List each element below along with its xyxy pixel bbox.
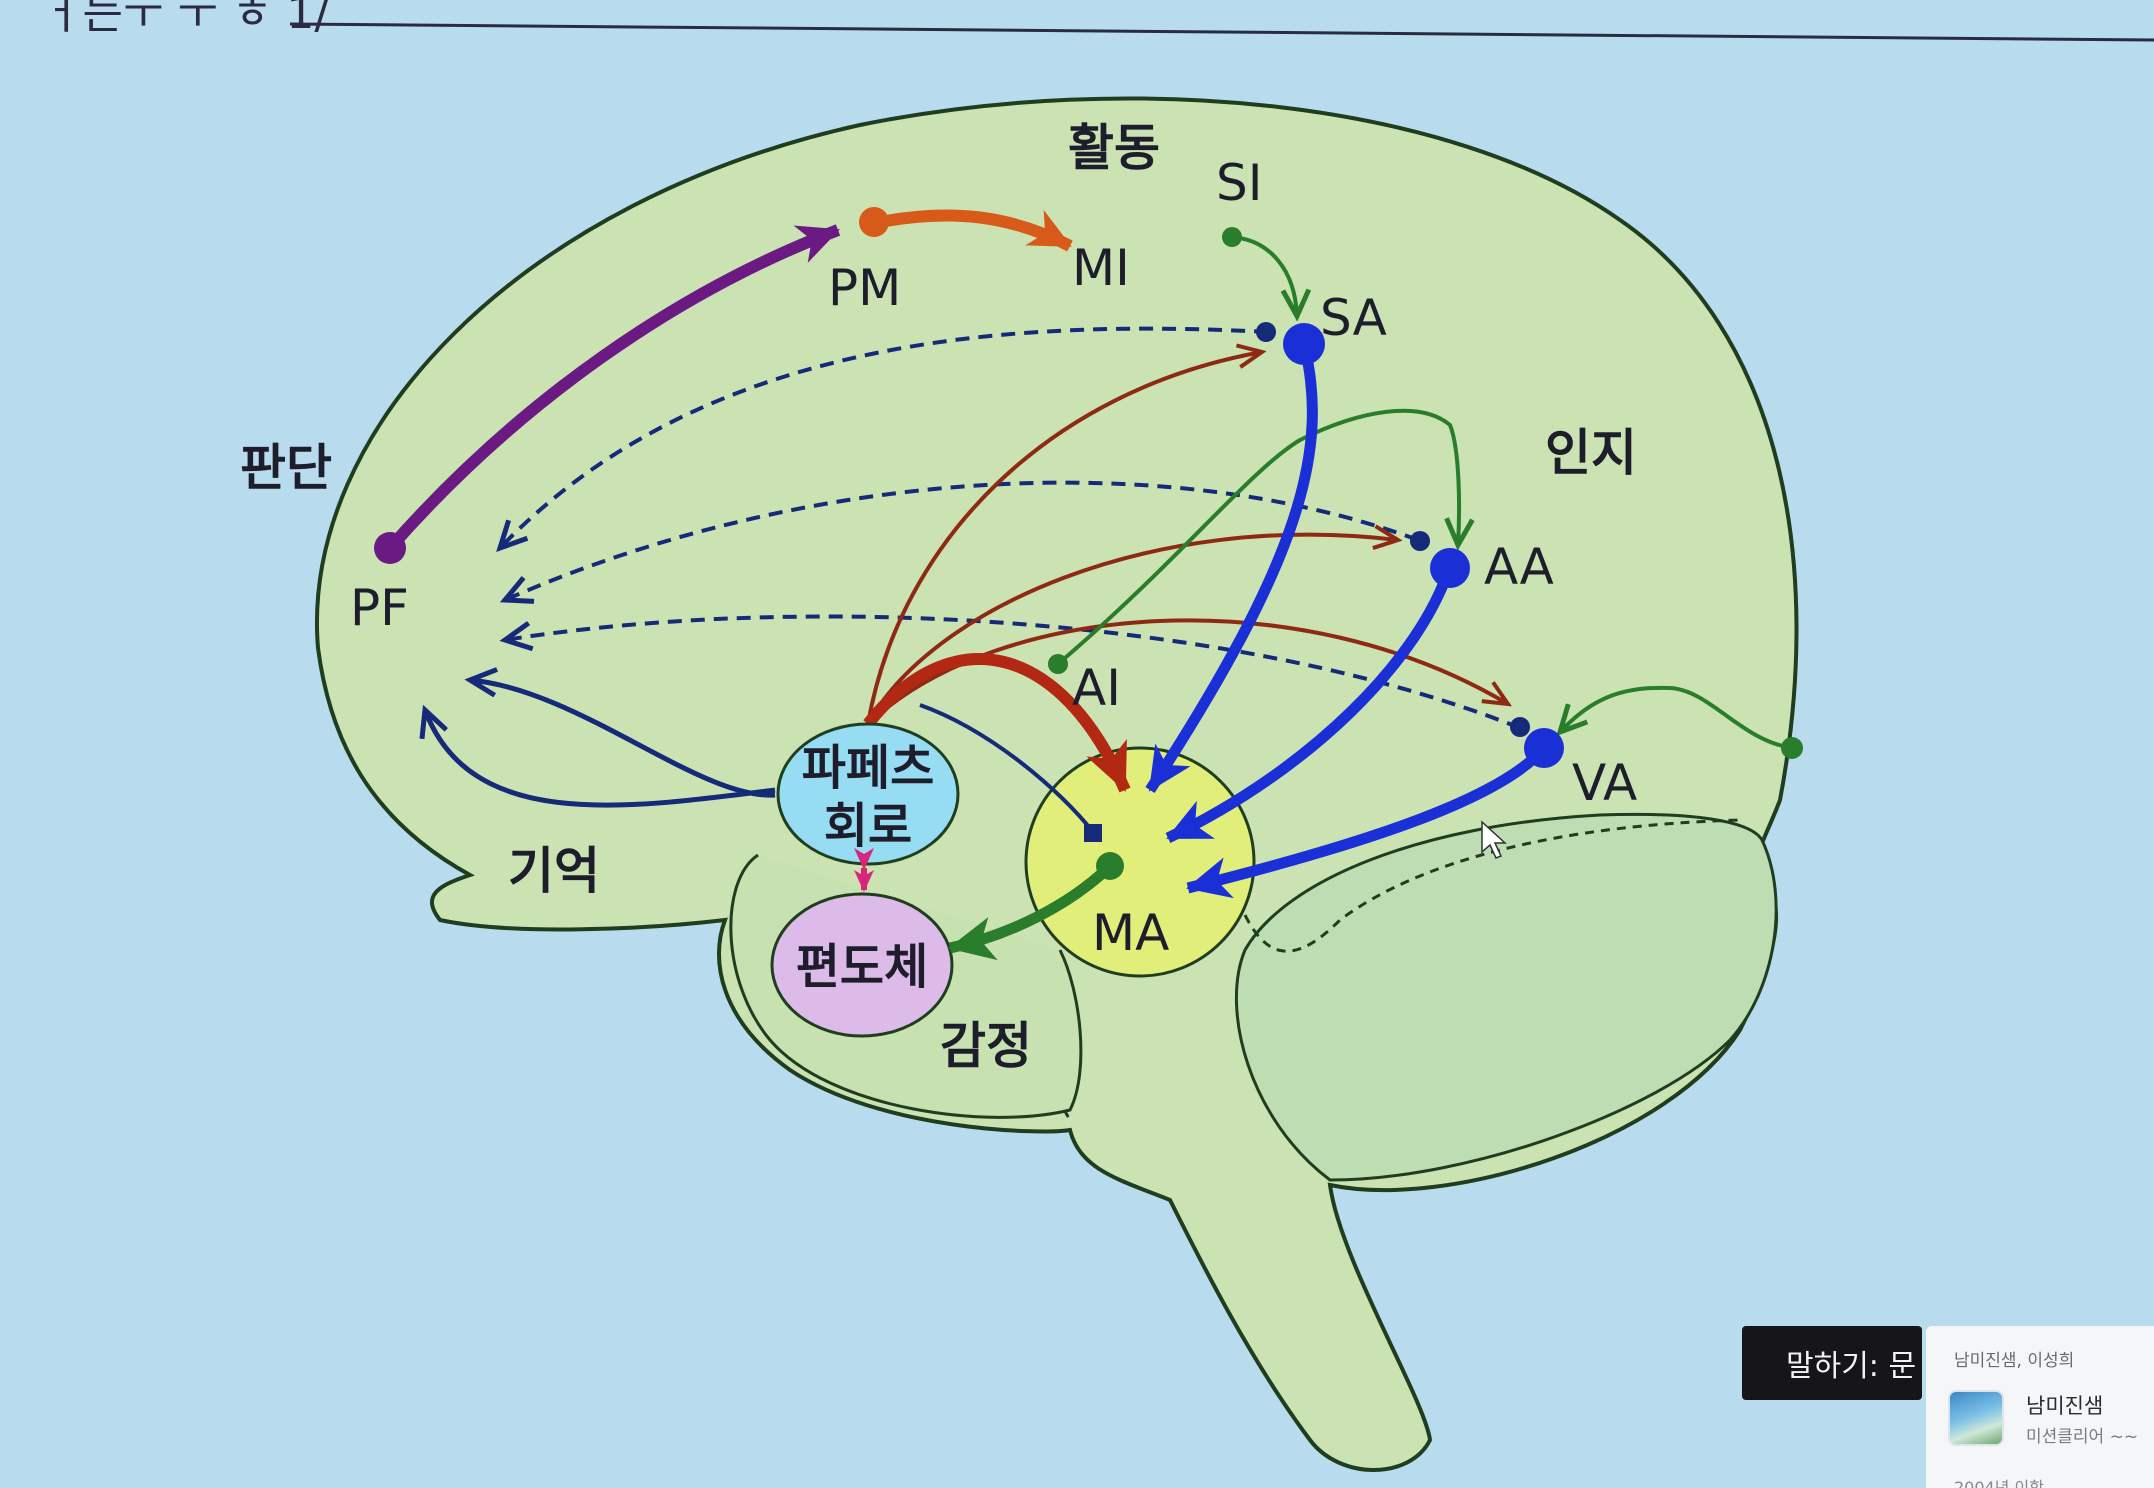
participant-more: 2004년 이학 [1954,1478,2044,1488]
pm-dot [859,207,889,237]
label-si: SI [1216,154,1262,212]
label-mi: MI [1072,239,1130,297]
pf-dot [374,532,406,564]
participant-status: 미션클리어 ~~ [2026,1427,2139,1447]
mouse-cursor-icon [1481,820,1507,859]
ma-green-dot [1096,852,1124,880]
papez-to-pf-upper [470,680,776,798]
label-ai: AI [1072,659,1121,717]
si-dot [1222,227,1242,247]
papez-to-pf-lower [425,710,776,808]
label-aa: AA [1484,538,1554,596]
ai-dot [1048,654,1068,674]
aa-dot [1430,548,1470,588]
sa-to-ma [1145,342,1318,794]
ma-to-amygdala [948,862,1114,961]
label-sa: SA [1320,289,1387,347]
aa-to-ma [1165,564,1456,843]
title-underline [289,22,2154,42]
participant-panel[interactable]: 남미진샘, 이성희 남미진샘 미션클리어 ~~ 2004년 이학 [1926,1326,2154,1488]
participant-avatar[interactable] [1948,1390,2004,1446]
sa-dashed-origin [1256,322,1276,342]
papez-to-ma-navy [919,703,1095,834]
va-dot [1524,728,1564,768]
participants-header: 남미진샘, 이성희 [1954,1351,2075,1371]
va-dashed-origin [1510,717,1530,737]
amygdala-label: 편도체 [796,939,928,995]
label-emotion: 감정 [940,1017,1032,1075]
label-activity: 활동 [1068,119,1160,177]
slide-title-fragment: ㅓ는ㅜ ㅜ ㅎ 1/ [42,0,329,39]
label-va: VA [1572,754,1637,812]
papez-to-aa [866,535,1398,725]
va-to-pf-dashed [505,614,1521,730]
speaking-indicator: 말하기: 문 [1742,1326,1922,1400]
pm-to-mi [873,209,1073,252]
papez-label-line1: 파페츠 [802,740,934,796]
papez-label-line2: 회로 [824,798,912,854]
ma-square-terminal [1084,824,1102,842]
amygdala-node [770,892,954,1038]
papez-to-va [866,618,1508,726]
papez-to-ma [863,653,1131,793]
participant-name[interactable]: 남미진샘 [2026,1394,2104,1418]
papez-to-sa [866,352,1262,725]
sa-dot [1283,323,1325,365]
aa-dashed-origin [1410,531,1430,551]
label-pf: PF [350,579,409,637]
sa-to-pf-dashed [500,326,1269,548]
right-green-dot [1781,737,1803,759]
cerebellum-dashed [1243,818,1741,953]
label-judgment: 판단 [240,439,332,497]
si-to-sa [1231,235,1297,316]
label-memory: 기억 [508,842,600,900]
label-ma: MA [1092,904,1169,962]
cerebellum-outline [1234,812,1778,1182]
ai-to-aa [1056,408,1459,666]
label-cognition: 인지 [1545,424,1637,482]
pf-to-pm [385,224,841,552]
speaking-label: 말하기: 문 [1786,1349,1917,1384]
va-to-ma [1186,744,1549,899]
label-pm: PM [828,259,901,317]
right-to-va [1560,685,1793,750]
